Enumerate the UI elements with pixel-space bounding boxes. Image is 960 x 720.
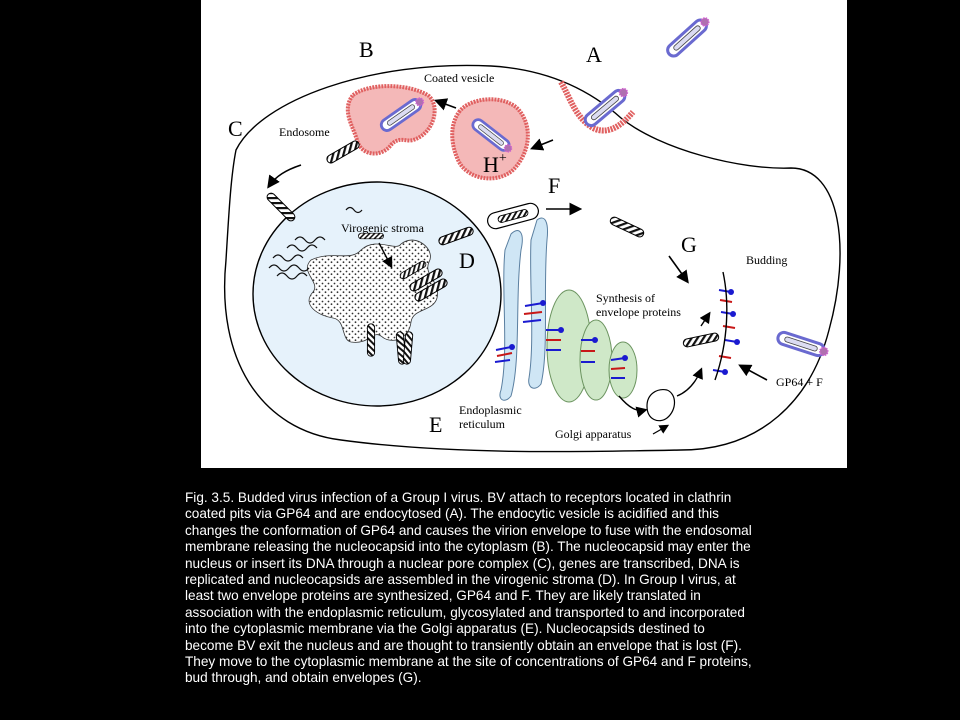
label-er-line1: Endoplasmic [459,403,522,417]
budded-virus-infection-diagram: B A Coated vesicle C Endosome H+ F G Bud… [224,13,841,453]
caption-line: membrane releasing the nucleocapsid into… [185,539,751,555]
caption-line: coated pits via GP64 and are endocytosed… [185,506,719,522]
arrow-to-budding [668,255,689,284]
label-d: D [459,248,475,273]
arrow-gp64-f [738,364,768,381]
arrow-to-nucleus [267,164,302,189]
label-g: G [681,232,697,257]
arrow-golgi-to-vesicle [618,395,648,418]
label-a: A [586,42,602,67]
label-synthesis-line2: envelope proteins [596,305,681,319]
arrow-pit-to-vesicle [530,138,554,151]
caption-line: They move to the cytoplasmic membrane at… [185,654,752,670]
figure-caption: Fig. 3.5. Budded virus infection of a Gr… [185,490,875,687]
caption-line: changes the conformation of GP64 and cau… [185,522,752,538]
caption-line: association with the endoplasmic reticul… [185,604,745,620]
label-b: B [359,37,374,62]
caption-line: replicated and nucleocapsids are assembl… [185,572,736,588]
virogenic-stroma [306,239,438,343]
label-virogenic-stroma: Virogenic stroma [341,221,425,235]
transport-vesicle [646,389,676,422]
label-golgi: Golgi apparatus [555,427,632,441]
label-synthesis-line1: Synthesis of [596,291,655,305]
caption-line: nucleus or insert its DNA through a nucl… [185,555,740,571]
caption-line: become BV exit the nucleus and are thoug… [185,637,742,653]
label-e: E [429,412,442,437]
coated-pit [558,80,636,134]
arrow-vesicle-to-endosome [433,98,457,111]
arrow-vesicle-to-membrane [676,367,703,397]
caption-line: into the cytoplasmic membrane via the Go… [185,621,705,637]
dna-strands [268,206,363,280]
caption-line: bud through, and obtain envelopes (G). [185,670,422,686]
caption-line: least two envelope proteins are synthesi… [185,588,701,604]
label-c: C [228,116,243,141]
budding-membrane [714,271,728,381]
arrow-golgi-label [652,424,670,435]
label-coated-vesicle: Coated vesicle [424,71,494,85]
arrow-stroma [378,242,393,269]
caption-line: Fig. 3.5. Budded virus infection of a Gr… [185,490,732,505]
diagram-panel: B A Coated vesicle C Endosome H+ F G Bud… [201,0,847,468]
envelope-proteins [494,289,740,379]
label-f: F [548,173,560,198]
label-budding: Budding [746,253,787,267]
label-gp64-f: GP64 + F [776,375,823,389]
label-endosome: Endosome [279,125,330,139]
label-h-plus: H+ [483,151,507,177]
arrow-up-to-budding [699,311,711,327]
enveloped-nucleocapsid-f [487,202,539,230]
label-er-line2: reticulum [459,417,506,431]
virion-outside-top [663,13,714,61]
